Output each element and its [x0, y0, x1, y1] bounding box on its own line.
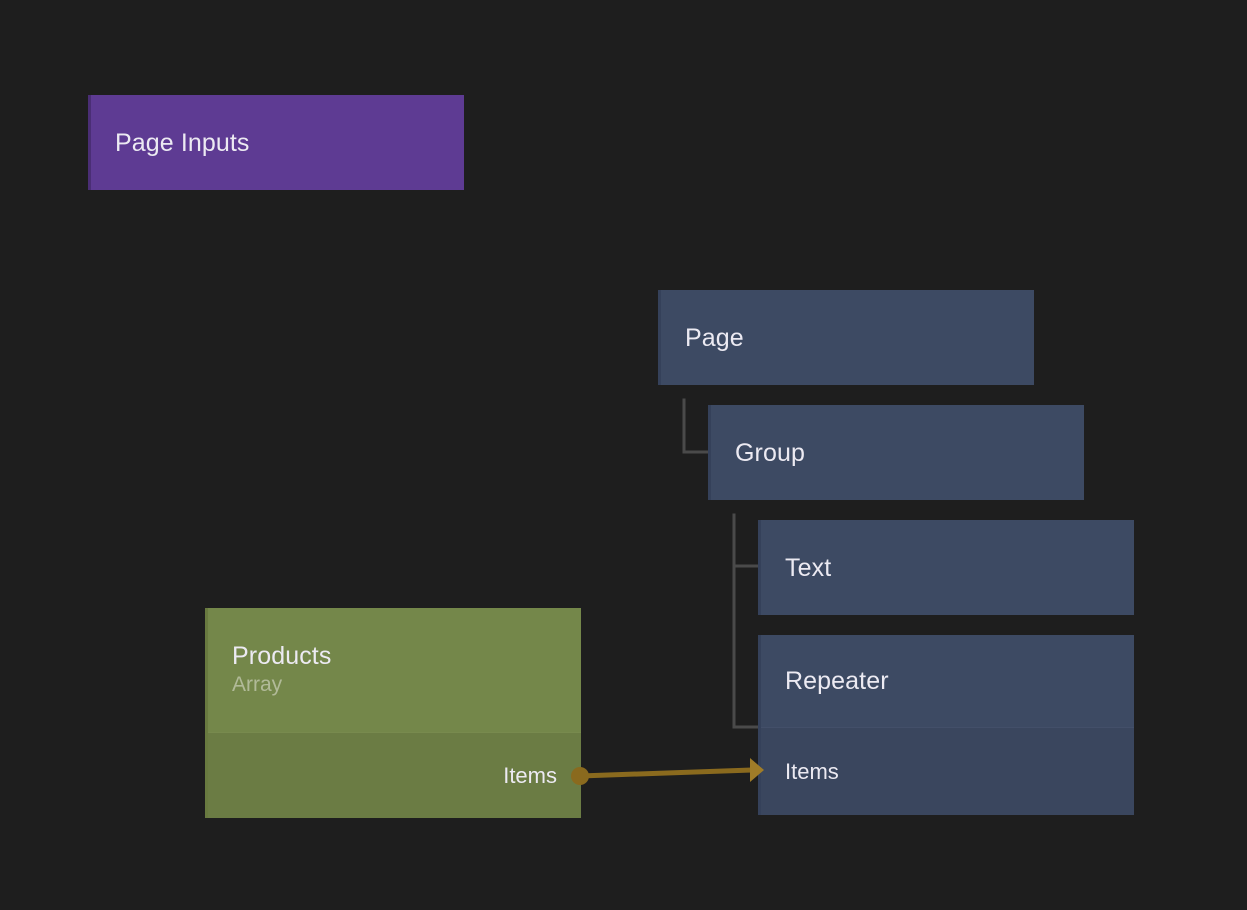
node-repeater-title: Repeater — [785, 667, 889, 695]
node-text-title: Text — [785, 553, 832, 582]
node-products-subtitle: Array — [232, 673, 283, 697]
node-page-inputs-title: Page Inputs — [115, 128, 250, 157]
node-repeater-port-items-label: Items — [785, 758, 839, 784]
node-group[interactable]: Group — [708, 405, 1084, 500]
node-repeater-port-items[interactable]: Items — [761, 727, 1134, 815]
node-products[interactable]: Products Array Items — [205, 608, 581, 818]
node-text[interactable]: Text — [758, 520, 1134, 615]
node-page-header: Page — [661, 290, 1034, 385]
node-page-inputs-header: Page Inputs — [91, 95, 464, 190]
node-products-header: Products Array — [208, 608, 581, 732]
node-repeater[interactable]: Repeater Items — [758, 635, 1134, 815]
wire-line — [579, 767, 753, 779]
node-products-port-items[interactable]: Items — [208, 732, 581, 818]
node-page[interactable]: Page — [658, 290, 1034, 385]
node-page-title: Page — [685, 323, 744, 352]
wire-products-items-to-repeater-items[interactable] — [571, 758, 764, 785]
node-products-title: Products — [232, 642, 332, 671]
node-text-header: Text — [761, 520, 1134, 615]
node-products-port-items-label: Items — [503, 762, 557, 788]
node-group-header: Group — [711, 405, 1084, 500]
node-page-inputs[interactable]: Page Inputs — [88, 95, 464, 190]
connector-group-to-children — [732, 513, 760, 729]
node-repeater-header: Repeater — [761, 635, 1134, 727]
connector-page-to-group — [682, 398, 710, 454]
node-group-title: Group — [735, 438, 805, 467]
